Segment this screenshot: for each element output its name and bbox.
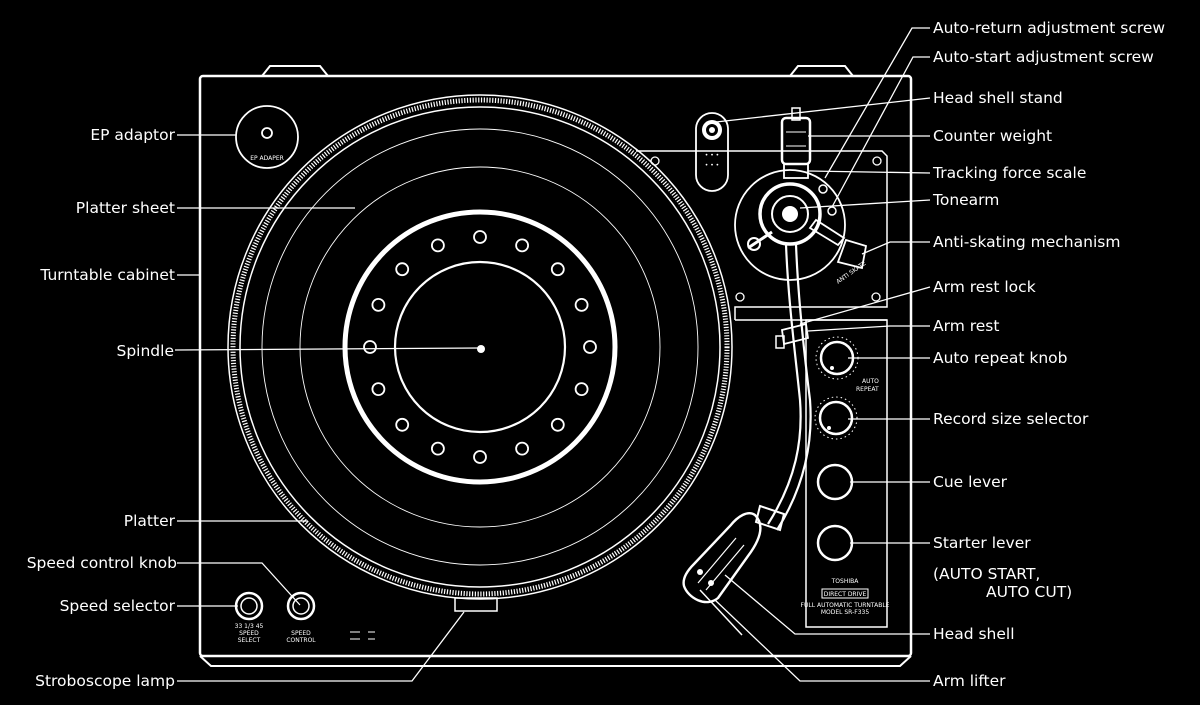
label-speed-control-knob: Speed control knob [27, 554, 177, 572]
brand-name: TOSHIBA [831, 578, 860, 585]
platter-strobe-holes [363, 230, 597, 464]
platter [227, 94, 733, 600]
strobe-hole [550, 417, 565, 432]
label-spindle: Spindle [117, 342, 175, 360]
label-head-shell: Head shell [933, 625, 1015, 643]
brand-plate: TOSHIBA DIRECT DRIVE FULL AUTOMATIC TURN… [801, 578, 890, 616]
label-head-shell-stand: Head shell stand [933, 89, 1063, 107]
record-size-selector[interactable] [814, 396, 858, 440]
speed-control-marking-2: CONTROL [286, 637, 316, 644]
label-turntable-cabinet: Turntable cabinet [39, 266, 175, 284]
label-platter: Platter [124, 512, 176, 530]
label-anti-skating: Anti-skating mechanism [933, 233, 1120, 251]
label-counter-weight: Counter weight [933, 127, 1052, 145]
head-shell-stand: • • • • • • [695, 112, 729, 192]
spindle [477, 345, 485, 353]
speed-select-marking-2: SPEED [239, 630, 259, 637]
speed-control-marking-1: SPEED [291, 630, 311, 637]
tonearm-pivot-assembly [734, 169, 846, 281]
strobe-hole [363, 340, 377, 354]
label-auto-repeat-knob: Auto repeat knob [933, 349, 1067, 367]
label-tracking-force-scale: Tracking force scale [932, 164, 1086, 182]
strobe-hole [574, 297, 589, 312]
strobe-hole [395, 262, 410, 277]
strobe-hole [515, 441, 529, 456]
strobe-hole [430, 238, 445, 253]
turntable-cabinet [198, 65, 913, 667]
model-line-2: MODEL SR-F335 [821, 609, 870, 616]
control-panel [805, 319, 888, 628]
label-tonearm: Tonearm [932, 191, 999, 209]
strobe-hole [371, 297, 386, 312]
strobe-hole [371, 382, 386, 397]
speed-select-marking-1: 33 1/3 45 [235, 623, 264, 630]
ep-adaptor[interactable]: EP ADAPER [235, 105, 299, 169]
stroboscope-window [454, 597, 498, 612]
label-starter-note-1: (AUTO START, [933, 565, 1040, 583]
strobe-hole [515, 238, 529, 253]
label-cue-lever: Cue lever [933, 473, 1008, 491]
label-arm-rest: Arm rest [933, 317, 999, 335]
head-shell[interactable] [682, 512, 762, 636]
callout-labels: EP adaptor Platter sheet Turntable cabin… [27, 19, 1166, 690]
strobe-hole [430, 441, 445, 456]
ep-adaptor-marking: EP ADAPER [250, 155, 284, 162]
strobe-hole [395, 417, 410, 432]
label-auto-start-screw: Auto-start adjustment screw [933, 48, 1154, 66]
strobe-hole [473, 450, 487, 464]
direct-drive-badge: DIRECT DRIVE [824, 591, 867, 598]
speed-select-marking-3: SELECT [238, 637, 261, 644]
label-starter-lever: Starter lever [933, 534, 1031, 552]
platter-sheet [261, 128, 699, 566]
strobe-hole [550, 262, 565, 277]
label-auto-return-screw: Auto-return adjustment screw [933, 19, 1165, 37]
label-arm-rest-lock: Arm rest lock [933, 278, 1036, 296]
label-platter-sheet: Platter sheet [76, 199, 175, 217]
label-starter-note-2: AUTO CUT) [986, 583, 1072, 601]
label-stroboscope-lamp: Stroboscope lamp [35, 672, 175, 690]
strobe-hole [574, 382, 589, 397]
strobe-hole [473, 230, 487, 244]
label-speed-selector: Speed selector [60, 597, 176, 615]
model-line-1: FULL AUTOMATIC TURNTABLE [801, 602, 890, 609]
speed-control-knob[interactable]: SPEED CONTROL [286, 591, 316, 644]
svg-text:• • •: • • • [705, 162, 719, 169]
label-ep-adaptor: EP adaptor [90, 126, 175, 144]
auto-repeat-marking-2: REPEAT [856, 386, 879, 393]
svg-text:• • •: • • • [705, 152, 719, 159]
leader-lines [174, 27, 931, 682]
auto-repeat-marking-1: AUTO [862, 378, 879, 385]
label-arm-lifter: Arm lifter [933, 672, 1006, 690]
stroboscope-lamp-marks [350, 631, 375, 640]
label-record-size-selector: Record size selector [933, 410, 1089, 428]
strobe-hole [583, 340, 597, 354]
